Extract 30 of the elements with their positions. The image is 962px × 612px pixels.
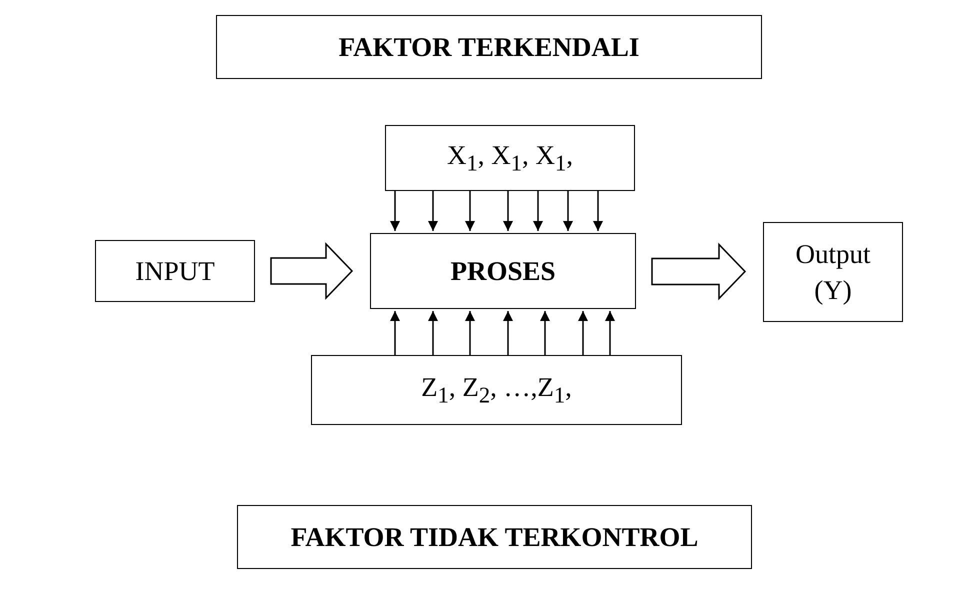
block-arrow: [270, 242, 354, 300]
arrow: [428, 311, 438, 355]
output-box: [763, 222, 903, 322]
heading-box: [216, 15, 762, 79]
arrow: [390, 191, 400, 231]
node-label: Output (Y): [794, 238, 872, 307]
arrow: [390, 311, 400, 355]
process-box: [370, 233, 636, 309]
arrow: [465, 191, 475, 231]
arrow: [503, 191, 513, 231]
arrow: [428, 191, 438, 231]
node-label: INPUT: [135, 254, 215, 288]
arrow: [578, 311, 588, 355]
factor-box: [311, 355, 682, 425]
arrow: [563, 191, 573, 231]
arrow: [605, 311, 615, 355]
node-label: X$_{1}$, X$_{1}$, X$_{1}$,: [447, 139, 573, 178]
arrow: [533, 191, 543, 231]
arrow: [465, 311, 475, 355]
input-box: [95, 240, 255, 302]
arrow: [503, 311, 513, 355]
node-label: PROSES: [450, 254, 556, 288]
node-label: FAKTOR TERKENDALI: [338, 30, 640, 64]
arrow: [540, 311, 550, 355]
node-label: Z$_{1}$, Z$_{2}$, …,Z$_{1}$,: [421, 371, 572, 410]
block-arrow: [651, 242, 746, 300]
heading-box: [237, 505, 752, 569]
arrow: [593, 191, 603, 231]
node-label: FAKTOR TIDAK TERKONTROL: [290, 520, 698, 554]
factor-box: [385, 125, 635, 191]
